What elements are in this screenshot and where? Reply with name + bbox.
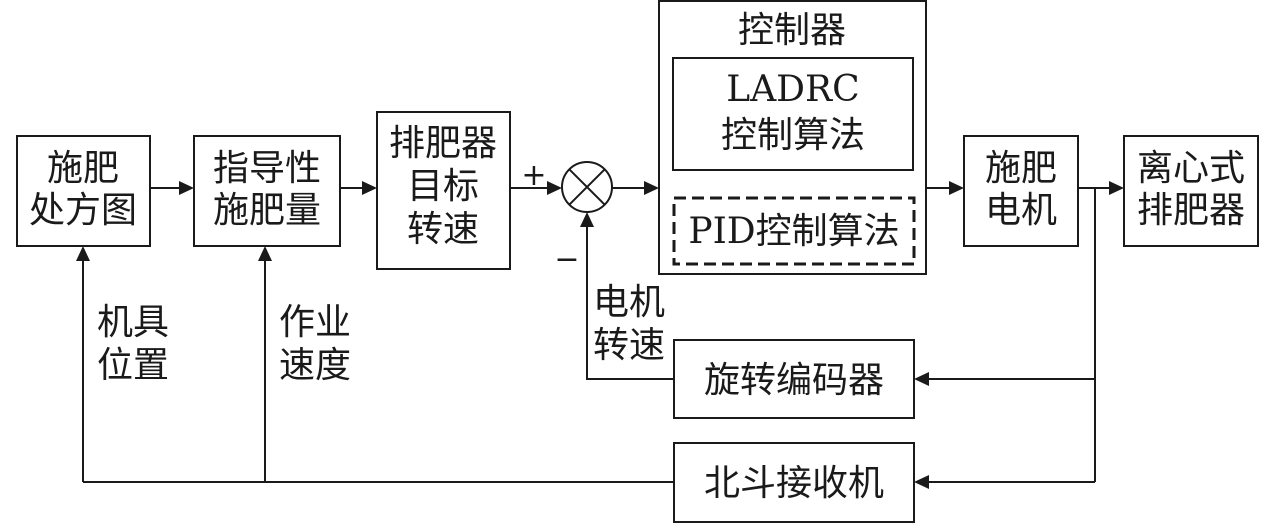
fertilizer-motor-block: 施肥 电机 (963, 135, 1079, 247)
pid-label: PID控制算法 (688, 211, 899, 252)
machine-position-label-line2: 位置 (97, 345, 169, 386)
minus-sign: − (554, 242, 579, 277)
target-speed-label-line1: 排肥器 (389, 123, 497, 164)
wire-map-to-guided (150, 181, 194, 195)
wire-motor-to-spreader (1078, 181, 1124, 195)
wire-guided-to-target (340, 181, 377, 195)
guided-amount-label-line1: 指导性 (213, 148, 321, 189)
work-speed-label-line2: 速度 (279, 345, 351, 386)
guided-fertilizer-amount-block: 指导性 施肥量 (193, 135, 341, 247)
controller-title: 控制器 (738, 10, 846, 51)
wire-to-encoder (914, 372, 1095, 386)
encoder-label: 旋转编码器 (704, 360, 884, 401)
centrifugal-spreader-block: 离心式 排肥器 (1123, 135, 1259, 247)
work-speed-label-line1: 作业 (279, 302, 351, 343)
motor-label-line1: 施肥 (985, 148, 1057, 189)
motor-speed-label-line1: 电机 (593, 282, 665, 323)
wire-to-beidou (914, 475, 1095, 489)
ladrc-label-line2: 控制算法 (721, 115, 865, 156)
ladrc-label-line1: LADRC (726, 69, 859, 110)
summing-junction (561, 161, 613, 213)
rotary-encoder-block: 旋转编码器 (673, 339, 915, 419)
controller-block: 控制器 LADRC 控制算法 PID控制算法 (658, 0, 927, 275)
beidou-receiver-block: 北斗接收机 (673, 442, 915, 523)
ladrc-block: LADRC 控制算法 (672, 57, 914, 171)
prescription-map-label-line2: 处方图 (29, 190, 137, 231)
motor-speed-label-line2: 转速 (593, 325, 665, 366)
pid-block: PID控制算法 (672, 196, 916, 266)
beidou-label: 北斗接收机 (704, 463, 884, 504)
guided-amount-label-line2: 施肥量 (213, 190, 321, 231)
motor-label-line2: 电机 (985, 190, 1057, 231)
machine-position-label-line1: 机具 (97, 302, 169, 343)
target-speed-block: 排肥器 目标 转速 (376, 111, 511, 270)
wire-position-to-map (76, 246, 90, 482)
wire-controller-to-motor (926, 181, 964, 195)
wire-encoder-to-junction (580, 212, 674, 380)
prescription-map-block: 施肥 处方图 (16, 135, 151, 247)
spreader-label-line2: 排肥器 (1137, 190, 1245, 231)
wire-target-to-junction (510, 181, 562, 195)
prescription-map-label-line1: 施肥 (47, 148, 119, 189)
target-speed-label-line3: 转速 (407, 209, 479, 250)
target-speed-label-line2: 目标 (407, 166, 479, 207)
wire-speed-to-guided (258, 246, 272, 482)
wire-junction-to-controller (612, 181, 659, 195)
spreader-label-line1: 离心式 (1137, 148, 1245, 189)
